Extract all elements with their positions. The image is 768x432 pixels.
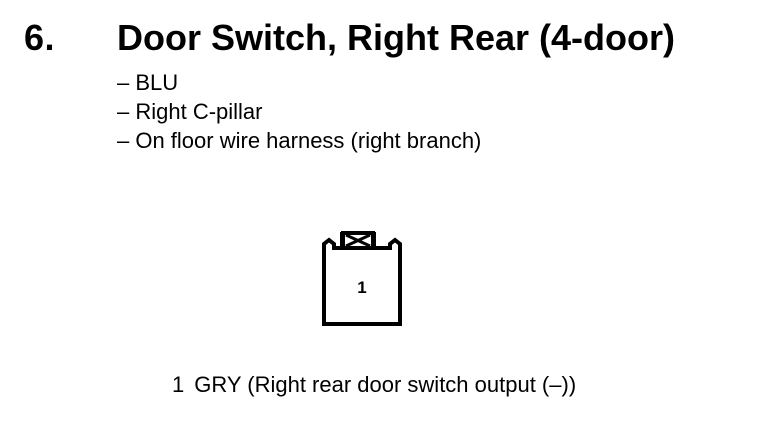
connector-details-list: – BLU – Right C-pillar – On floor wire h… [117, 68, 481, 155]
connector-pin-label: 1 [357, 278, 366, 297]
pin-list: 1 GRY (Right rear door switch output (–)) [172, 370, 576, 400]
connector-harness-detail: – On floor wire harness (right branch) [117, 128, 482, 153]
locking-tab-icon [341, 231, 375, 250]
section-title: Door Switch, Right Rear (4-door) [117, 17, 675, 58]
pin-row: 1 GRY (Right rear door switch output (–)) [172, 370, 576, 400]
pin-number: 1 [172, 372, 185, 397]
connector-location-detail: – Right C-pillar [117, 99, 263, 124]
connector-color-detail: – BLU [117, 70, 179, 95]
section-number: 6. [24, 17, 56, 58]
pin-description: GRY (Right rear door switch output (–)) [194, 372, 577, 397]
connector-diagram: 1 [322, 231, 402, 326]
